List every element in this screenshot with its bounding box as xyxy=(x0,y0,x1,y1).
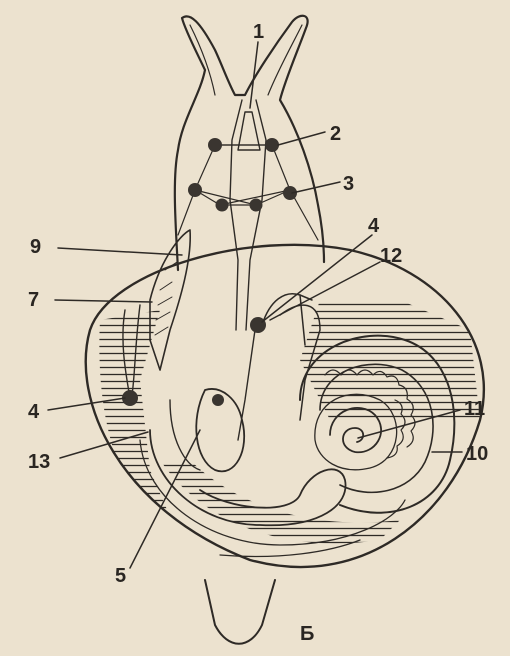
mantle-hatching xyxy=(99,300,480,543)
ganglion-3-left xyxy=(188,183,202,197)
label-2: 2 xyxy=(330,123,341,145)
label-4-lower: 4 xyxy=(28,401,40,423)
ganglion-2-left xyxy=(208,138,222,152)
label-4-upper: 4 xyxy=(368,215,380,237)
label-1: 1 xyxy=(253,21,264,43)
label-5: 5 xyxy=(115,565,126,587)
ganglion-2-right xyxy=(265,138,279,152)
label-10: 10 xyxy=(466,443,488,465)
label-13: 13 xyxy=(28,451,50,473)
label-11: 11 xyxy=(464,398,485,420)
panel-letter: Б xyxy=(300,623,314,645)
label-3: 3 xyxy=(343,173,354,195)
label-7: 7 xyxy=(28,289,39,311)
label-9: 9 xyxy=(30,236,41,258)
snail-head xyxy=(175,16,324,270)
ganglion-3-inner-right xyxy=(250,199,263,212)
label-12: 12 xyxy=(380,245,402,267)
reproductive-ducts xyxy=(262,294,320,420)
foot-tail xyxy=(205,580,275,644)
ganglion-4-upper xyxy=(250,317,266,333)
ganglion-3-inner-left xyxy=(216,199,229,212)
ganglion-center xyxy=(212,394,224,406)
